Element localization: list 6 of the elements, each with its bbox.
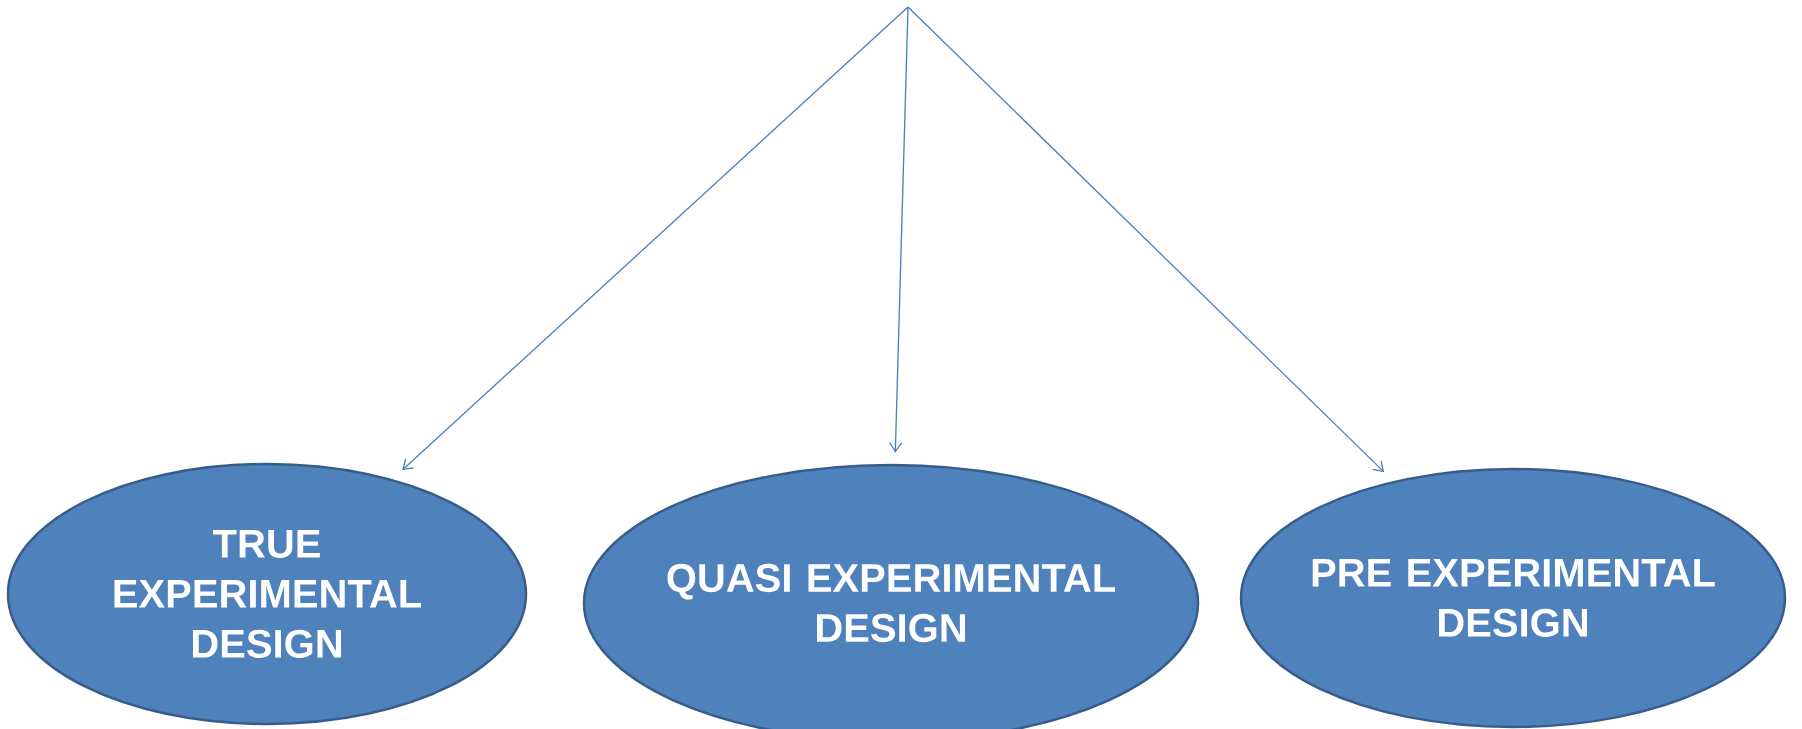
arrow	[402, 6, 909, 471]
arrow	[888, 6, 909, 453]
arrow	[907, 6, 1385, 473]
ellipse-node: QUASI EXPERIMENTAL DESIGN	[582, 463, 1200, 729]
ellipse-node: PRE EXPERIMENTAL DESIGN	[1239, 467, 1787, 729]
ellipse-node: TRUE EXPERIMENTAL DESIGN	[6, 462, 528, 726]
